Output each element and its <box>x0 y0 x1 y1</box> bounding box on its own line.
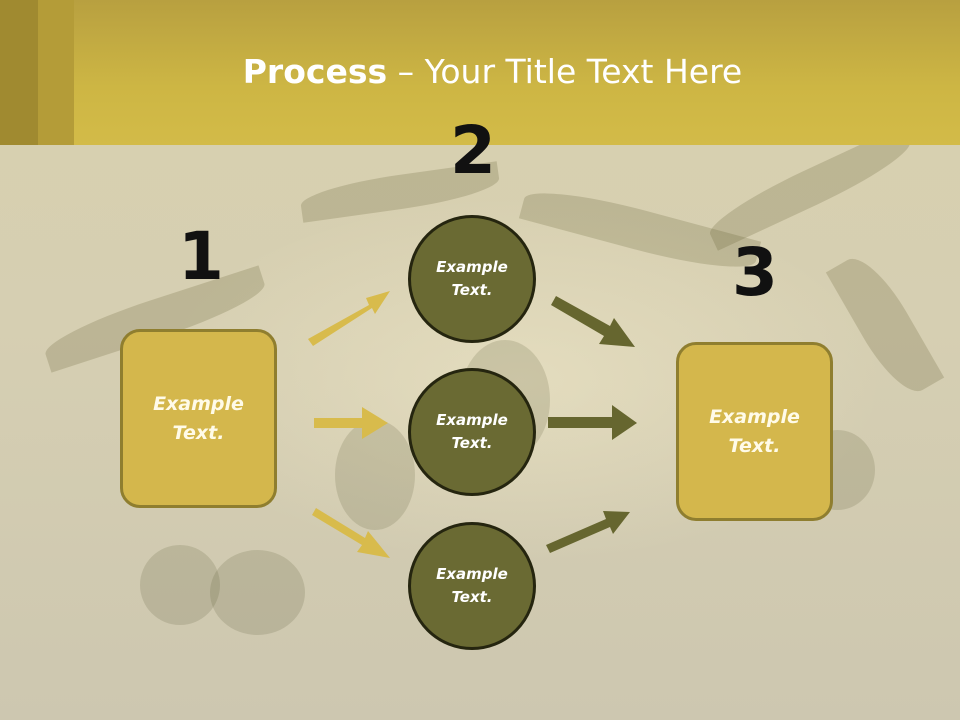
background-olive <box>335 420 415 530</box>
arrow-from-circle-2 <box>548 405 637 440</box>
step-2-circle-bottom[interactable]: Example Text. <box>408 522 536 650</box>
step-number-2: 2 <box>450 112 496 189</box>
arrow-from-circle-1 <box>551 296 635 347</box>
step-2-circle-top[interactable]: Example Text. <box>408 215 536 343</box>
step-1-box[interactable]: Example Text. <box>120 329 277 508</box>
slide-title-rest: – Your Title Text Here <box>387 52 743 91</box>
step-number-1: 1 <box>178 218 224 295</box>
step-3-text: Example Text. <box>709 405 800 457</box>
slide-title-bold: Process <box>242 52 388 91</box>
step-number-3: 3 <box>732 234 778 311</box>
title-bar <box>0 0 960 145</box>
title-bar-stripe <box>0 0 38 145</box>
title-bar-stripe <box>38 0 74 145</box>
step-3-box[interactable]: Example Text. <box>676 342 833 521</box>
circle-text: Example Text. <box>436 411 508 452</box>
arrow-to-circle-2 <box>314 407 388 439</box>
circle-text: Example Text. <box>436 565 508 606</box>
gold-arrows <box>308 291 390 558</box>
arrow-from-circle-3 <box>546 511 630 553</box>
step-1-text: Example Text. <box>153 392 244 444</box>
arrow-to-circle-3 <box>312 508 390 558</box>
slide-title: Process – Your Title Text Here <box>0 52 960 91</box>
step-2-circle-middle[interactable]: Example Text. <box>408 368 536 496</box>
arrow-to-circle-1 <box>308 291 390 346</box>
dark-arrows <box>546 296 637 553</box>
background-olive <box>140 545 220 625</box>
circle-text: Example Text. <box>436 258 508 299</box>
background-olive <box>210 550 305 635</box>
